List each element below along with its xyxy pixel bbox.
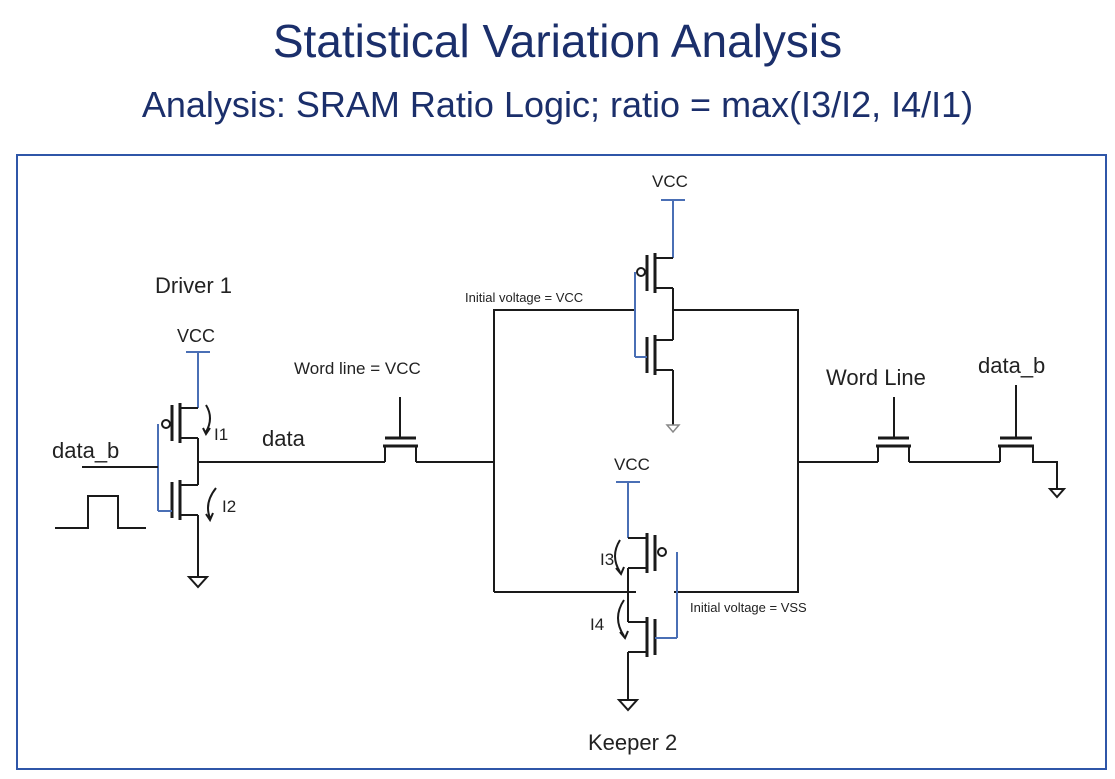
initial-voltage-vss-label: Initial voltage = VSS: [690, 600, 807, 615]
pass-transistor-left: [383, 397, 494, 463]
storage-node-loop: [493, 309, 878, 593]
word-line-label: Word Line: [826, 365, 926, 390]
keeper-2-label: Keeper 2: [588, 730, 677, 755]
slide-title: Statistical Variation Analysis: [272, 15, 843, 67]
driver-1-inverter: [55, 351, 217, 589]
slide-subtitle: Analysis: SRAM Ratio Logic; ratio = max(…: [141, 84, 974, 125]
data-b-transistor: [998, 385, 1067, 499]
data-label: data: [262, 426, 306, 451]
data-b-output-label: data_b: [978, 353, 1045, 378]
i2-label: I2: [222, 497, 236, 516]
driver-1-label: Driver 1: [155, 273, 232, 298]
initial-voltage-vcc-label: Initial voltage = VCC: [465, 290, 583, 305]
pass-transistor-right: [876, 397, 1000, 463]
keeper-2-inverter: [614, 481, 678, 712]
top-inverter: [634, 199, 685, 434]
vcc-driver-label: VCC: [177, 326, 215, 346]
i1-label: I1: [214, 425, 228, 444]
i4-label: I4: [590, 615, 604, 634]
diagram-frame: [16, 154, 1107, 770]
vcc-keeper-label: VCC: [614, 455, 650, 474]
word-line-vcc-label: Word line = VCC: [294, 359, 421, 378]
data-b-input-label: data_b: [52, 438, 119, 463]
vcc-top-label: VCC: [652, 172, 688, 191]
i3-label: I3: [600, 550, 614, 569]
